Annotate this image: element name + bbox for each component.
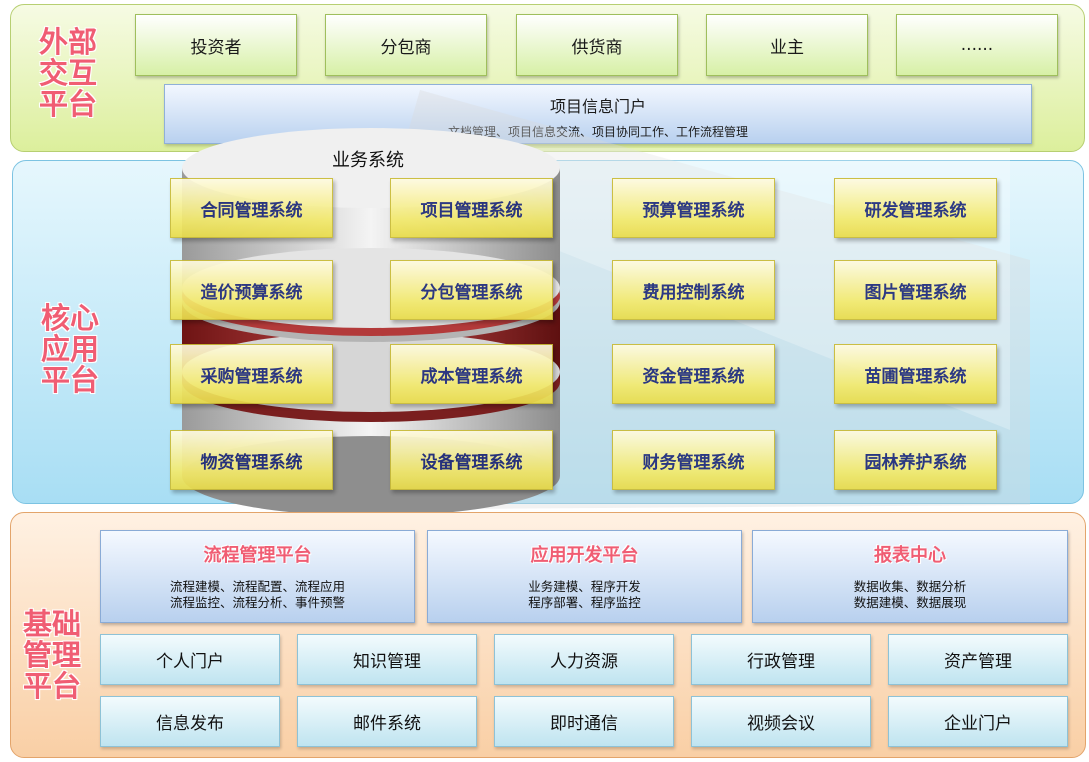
service-mail: 邮件系统 — [297, 696, 477, 747]
party-subcontractor: 分包商 — [325, 14, 487, 76]
system-materials: 物资管理系统 — [170, 430, 333, 490]
core-layer-title: 核心应用平台 — [40, 303, 99, 397]
system-picture: 图片管理系统 — [834, 260, 997, 320]
system-funds: 资金管理系统 — [612, 344, 775, 404]
service-enterprise-portal: 企业门户 — [888, 696, 1068, 747]
platform-report-center-line: 数据收集、数据分析 — [853, 579, 967, 594]
platform-app-dev-line: 程序部署、程序监控 — [528, 595, 641, 610]
platform-app-dev-line: 业务建模、程序开发 — [528, 579, 641, 594]
system-procurement: 采购管理系统 — [170, 344, 333, 404]
portal-title: 项目信息门户 — [549, 97, 646, 116]
service-assets: 资产管理 — [888, 634, 1068, 685]
service-knowledge: 知识管理 — [297, 634, 477, 685]
platform-app-dev: 应用开发平台 业务建模、程序开发 程序部署、程序监控 — [427, 530, 742, 623]
system-finance: 财务管理系统 — [612, 430, 775, 490]
project-info-portal: 项目信息门户 文档管理、项目信息交流、项目协同工作、工作流程管理 — [164, 84, 1032, 144]
platform-report-center-line: 数据建模、数据展现 — [853, 595, 967, 610]
platform-report-center-title: 报表中心 — [874, 545, 946, 566]
base-layer-title: 基础管理平台 — [22, 609, 81, 703]
system-nursery: 苗圃管理系统 — [834, 344, 997, 404]
party-supplier: 供货商 — [516, 14, 678, 76]
platform-workflow-line: 流程建模、流程配置、流程应用 — [169, 579, 345, 594]
external-layer-title: 外部交互平台 — [38, 27, 97, 121]
system-cost-estimate: 造价预算系统 — [170, 260, 333, 320]
portal-subtitle: 文档管理、项目信息交流、项目协同工作、工作流程管理 — [447, 125, 748, 139]
system-rnd: 研发管理系统 — [834, 178, 997, 238]
party-investor: 投资者 — [135, 14, 297, 76]
platform-workflow: 流程管理平台 流程建模、流程配置、流程应用 流程监控、流程分析、事件预警 — [100, 530, 415, 623]
service-video-conf: 视频会议 — [691, 696, 871, 747]
party-more: ...... — [896, 14, 1058, 76]
platform-workflow-title: 流程管理平台 — [203, 545, 312, 566]
system-landscape-maintenance: 园林养护系统 — [834, 430, 997, 490]
service-im: 即时通信 — [494, 696, 674, 747]
service-hr: 人力资源 — [494, 634, 674, 685]
party-owner: 业主 — [706, 14, 868, 76]
platform-report-center: 报表中心 数据收集、数据分析 数据建模、数据展现 — [752, 530, 1068, 623]
platform-app-dev-title: 应用开发平台 — [530, 545, 639, 566]
system-contract: 合同管理系统 — [170, 178, 333, 238]
system-project: 项目管理系统 — [390, 178, 553, 238]
system-equipment: 设备管理系统 — [390, 430, 553, 490]
service-admin: 行政管理 — [691, 634, 871, 685]
system-expense-control: 费用控制系统 — [612, 260, 775, 320]
service-personal-portal: 个人门户 — [100, 634, 280, 685]
system-subcontract: 分包管理系统 — [390, 260, 553, 320]
platform-workflow-line: 流程监控、流程分析、事件预警 — [169, 595, 345, 610]
system-cost: 成本管理系统 — [390, 344, 553, 404]
system-budget: 预算管理系统 — [612, 178, 775, 238]
service-info-publish: 信息发布 — [100, 696, 280, 747]
business-system-label: 业务系统 — [332, 150, 404, 171]
